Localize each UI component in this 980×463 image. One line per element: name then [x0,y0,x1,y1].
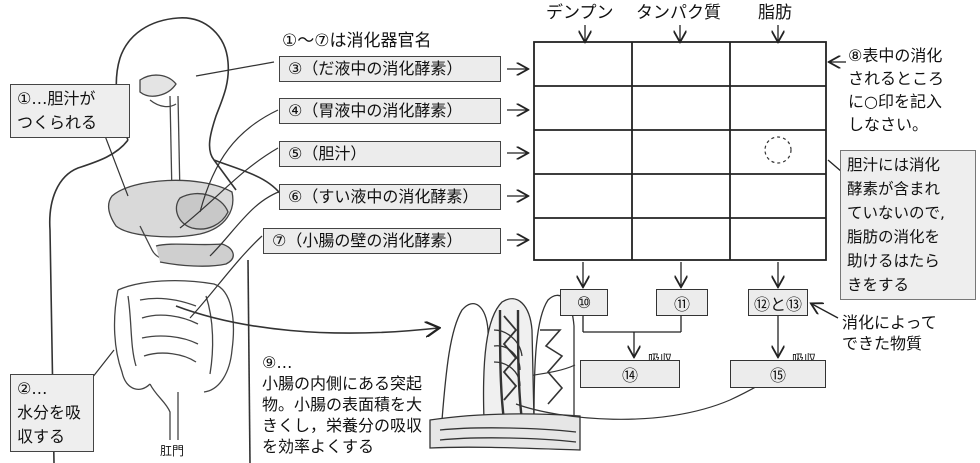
bile-note: 胆汁には消化 酵素が含まれ ていないので, 脂肪の消化を 助けるはたら きをする [840,150,976,300]
product-arrows [583,262,839,356]
products-note: 消化によって できた物質 [842,313,937,353]
table-instruction: ⑧表中の消化 されるところ に○印を記入 しなさい。 [848,46,945,134]
row-label-gastric: ④（胃液中の消化酵素） [279,98,501,124]
absorb-box-capillary: ⑭ [580,360,680,388]
product-box-starch: ⑩ [560,289,608,316]
answer-circle [764,136,792,164]
organs-note: ①～⑦は消化器官名 [282,31,432,51]
liver-label: ①…胆汁が つくられる [10,84,130,138]
absorb-box-lymph: ⑮ [730,360,826,388]
digestion-table [533,41,827,261]
row-arrows [507,69,527,240]
product-box-protein: ⑪ [656,289,708,316]
column-header-starch: デンプン [546,3,614,23]
pointer-lines [91,61,576,379]
row-label-pancreatic: ⑥（すい液中の消化酵素） [279,184,501,210]
villi-description: ⑨… 小腸の内側にある突起 物。小腸の表面積を大 きくし，栄養分の吸収 を効率よ… [262,353,423,456]
villi-illustration [429,294,581,451]
column-header-fat: 脂肪 [758,3,792,23]
product-box-fat: ⑫と⑬ [748,289,808,316]
column-arrows [585,25,778,41]
row-label-bile: ⑤（胆汁） [279,141,501,167]
colon-label: ②… 水分を吸 収する [10,374,94,452]
row-label-saliva: ③（だ液中の消化酵素） [279,56,501,82]
anus-label: 肛門 [160,444,185,458]
column-header-protein: タンパク質 [636,3,721,23]
row-label-intestinal: ⑦（小腸の壁の消化酵素） [263,228,501,254]
